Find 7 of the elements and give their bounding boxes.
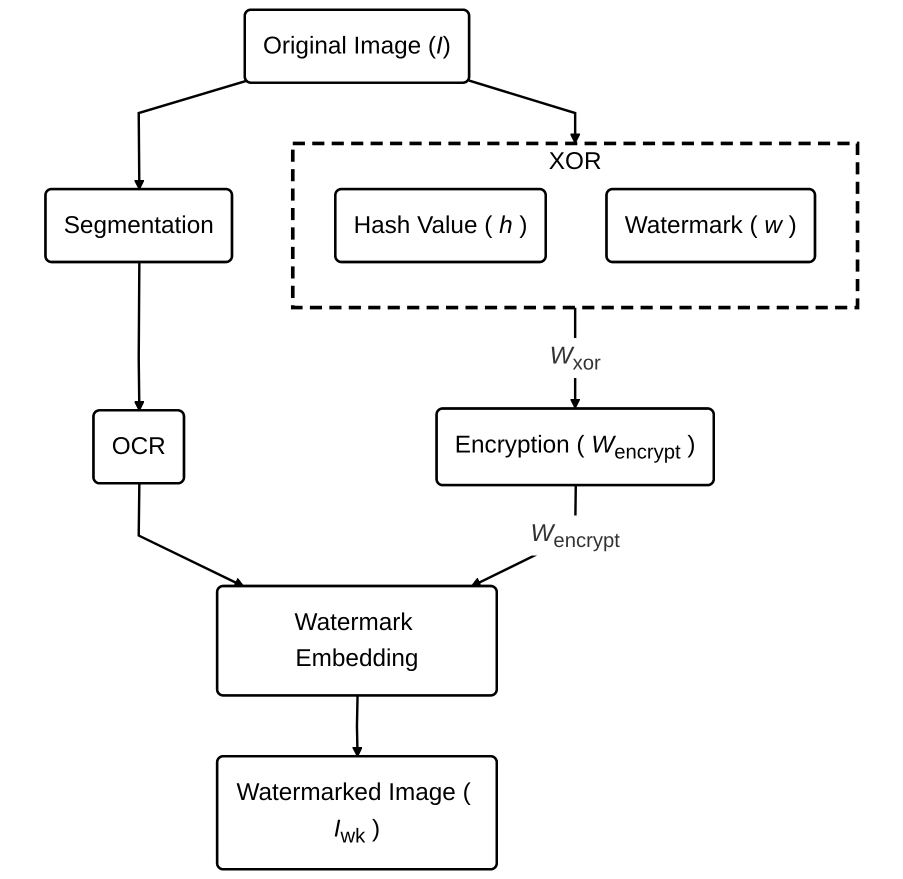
arrow [468, 79, 580, 144]
arrow [134, 80, 247, 190]
edge-label: W$_{xor}$ [550, 342, 601, 374]
arrow [134, 262, 145, 412]
arrow [138, 484, 245, 588]
arrow [352, 696, 363, 758]
edge-label: W$_{encrypt}$ [530, 520, 620, 552]
